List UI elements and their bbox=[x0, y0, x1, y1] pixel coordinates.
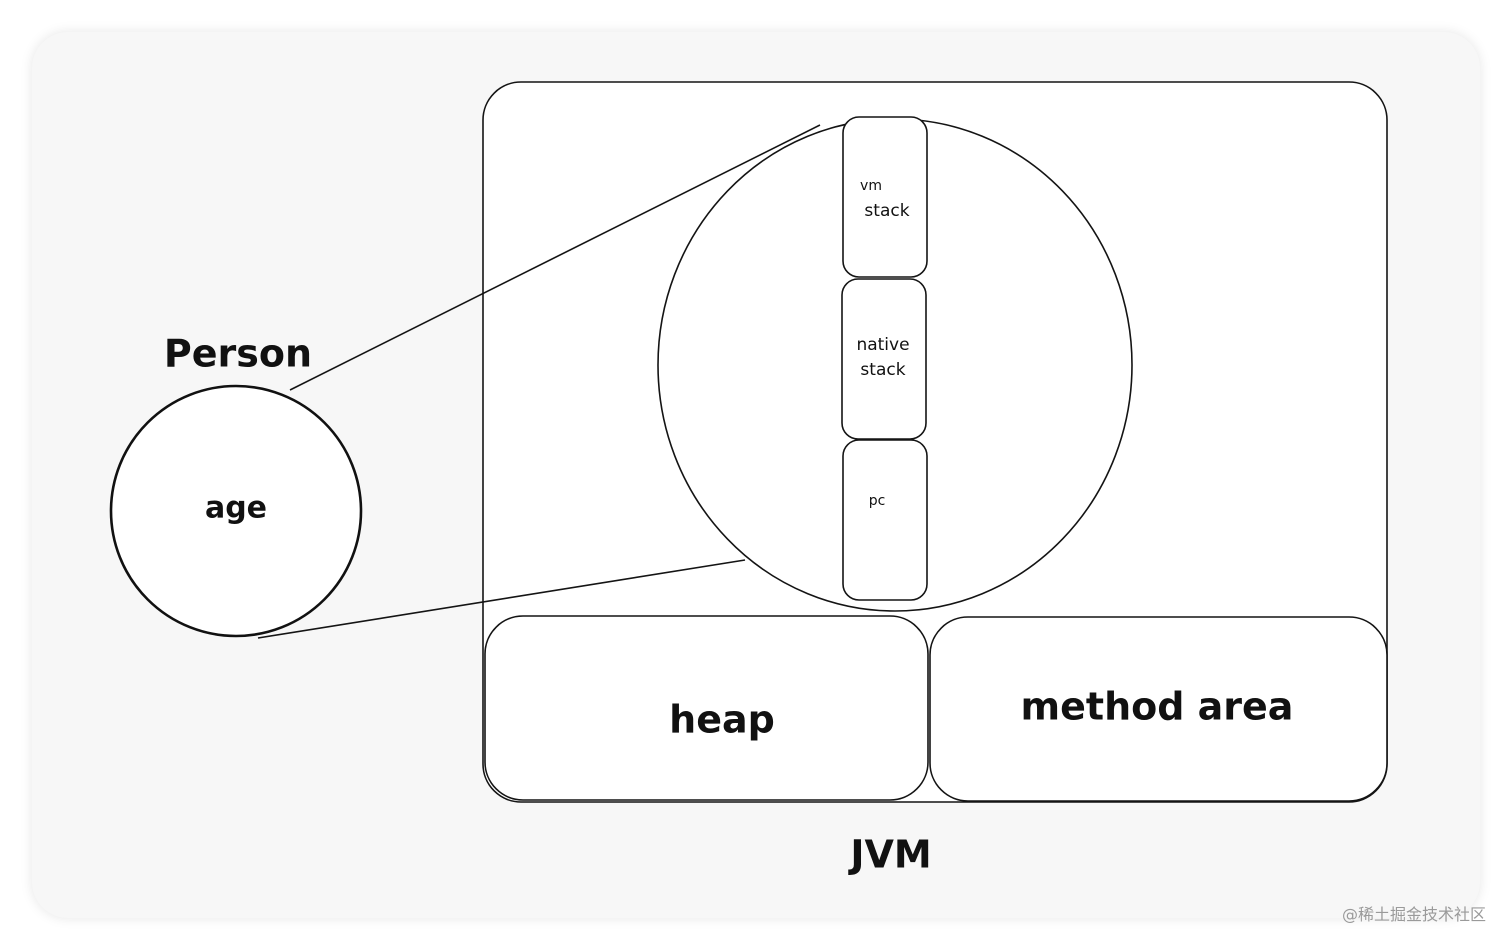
method-area-box bbox=[929, 616, 1388, 802]
vm-stack-box bbox=[842, 116, 928, 278]
jvm-label: JVM bbox=[847, 833, 931, 877]
vm-stack-label-line2: stack bbox=[864, 201, 909, 221]
pc-label: pc bbox=[869, 493, 886, 509]
watermark: @稀土掘金技术社区 bbox=[1341, 905, 1486, 924]
person-field-age: age bbox=[205, 491, 267, 526]
zoom-line-bottom bbox=[257, 559, 746, 639]
method-area-label: method area bbox=[1021, 685, 1294, 729]
heap-label: heap bbox=[669, 698, 775, 742]
person-title: Person bbox=[164, 332, 312, 376]
zoom-line-top bbox=[289, 124, 821, 391]
native-stack-label-line1: native bbox=[856, 335, 909, 355]
vm-stack-label-line1: vm bbox=[860, 178, 882, 194]
heap-box bbox=[484, 615, 929, 801]
person-circle bbox=[109, 384, 363, 638]
native-stack-box bbox=[841, 278, 927, 440]
pc-box bbox=[842, 439, 928, 601]
native-stack-label-line2: stack bbox=[860, 360, 905, 380]
